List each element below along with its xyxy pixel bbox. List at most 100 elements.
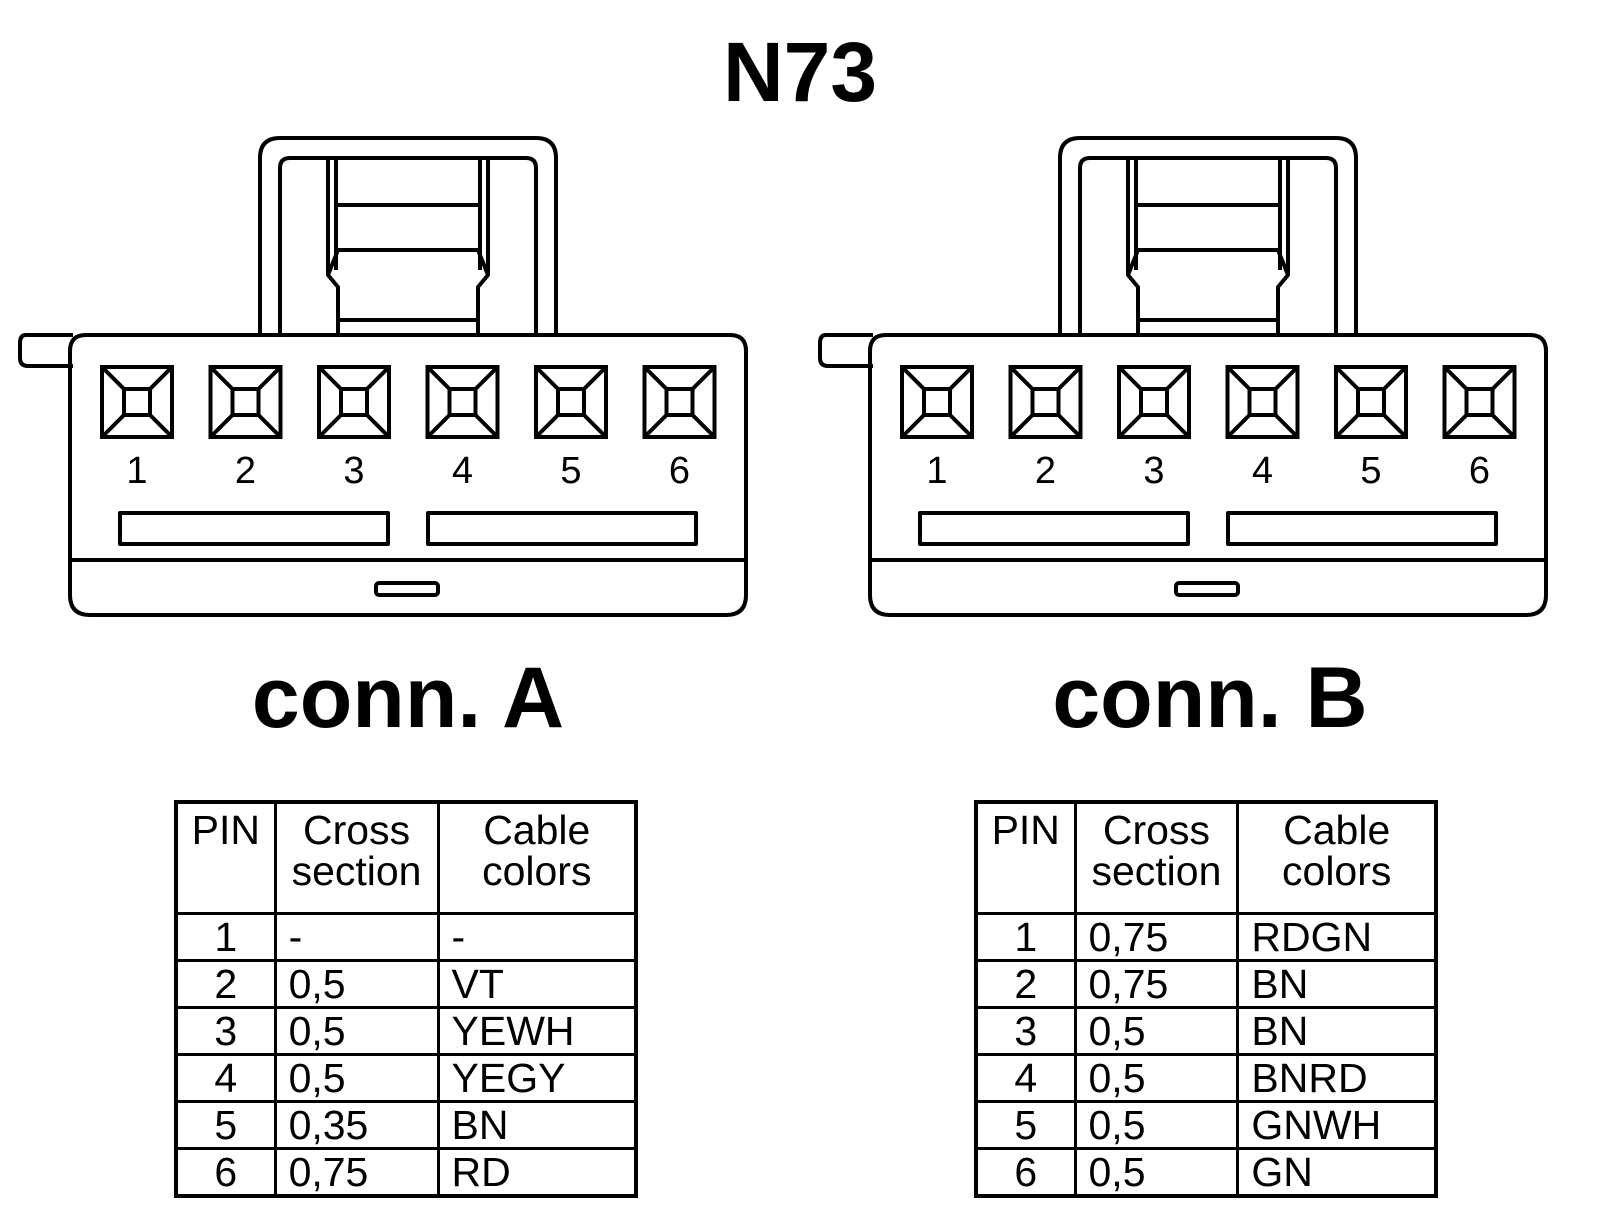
pin-cell: 2: [174, 959, 277, 1009]
pin-cell: 1: [174, 912, 277, 962]
connector-b-drawing: 1 2 3 4 5 6: [818, 136, 1548, 617]
pin-cell: 5: [174, 1100, 277, 1150]
slot-left: [118, 511, 390, 546]
cross-section-cell: 0,5: [1073, 1100, 1240, 1150]
pin-terminal-6: [1442, 365, 1517, 439]
pin-number-2: 2: [1035, 450, 1056, 492]
pin-number-4: 4: [1252, 450, 1273, 492]
cross-section-cell: 0,5: [1073, 1053, 1240, 1103]
pin-terminal-5: [1334, 365, 1408, 439]
cable-color-cell: BN: [436, 1100, 638, 1150]
side-flange: [818, 333, 873, 368]
pin-number-6: 6: [1469, 450, 1490, 492]
pin-cell: 3: [174, 1006, 277, 1056]
cross-section-cell: 0,35: [273, 1100, 440, 1150]
pin-terminal-4: [425, 365, 500, 439]
pin-cell: 4: [974, 1053, 1077, 1103]
side-flange: [18, 333, 73, 368]
cross-section-cell: 0,5: [273, 1053, 440, 1103]
latch-outer: [1058, 136, 1358, 335]
latch-inner: [278, 156, 538, 335]
pin-number-2: 2: [235, 450, 256, 492]
pin-terminal-2: [208, 365, 283, 439]
pin-number-5: 5: [560, 450, 581, 492]
cable-color-cell: -: [436, 912, 638, 962]
pin-terminal-1: [900, 365, 974, 439]
table-row: 1--: [174, 912, 638, 962]
key-slot: [1174, 581, 1240, 597]
header-cross-section: Cross section: [1073, 800, 1240, 915]
pin-cell: 5: [974, 1100, 1077, 1150]
pin-terminal-3: [317, 365, 391, 439]
pin-number-5: 5: [1360, 450, 1381, 492]
pin-number-1: 1: [926, 450, 947, 492]
connector-a-drawing: 1 2 3 4 5 6: [18, 136, 748, 617]
cable-color-cell: BN: [1236, 1006, 1438, 1056]
diagram-title: N73: [722, 25, 878, 119]
cable-color-cell: RDGN: [1236, 912, 1438, 962]
header-cable-colors: Cable colors: [1236, 800, 1438, 915]
pin-number-1: 1: [126, 450, 147, 492]
cable-color-cell: VT: [436, 959, 638, 1009]
pin-number-4: 4: [452, 450, 473, 492]
connector-body: [68, 333, 748, 617]
pin-terminal-5: [534, 365, 608, 439]
pin-cell: 6: [174, 1147, 277, 1198]
connector-b-label: conn. B: [1052, 650, 1368, 746]
table-header-row: PIN Cross section Cable colors: [974, 800, 1438, 915]
latch-outer: [258, 136, 558, 335]
slot-right: [426, 511, 698, 546]
header-pin: PIN: [174, 800, 277, 915]
key-slot: [374, 581, 440, 597]
pin-terminal-1: [100, 365, 174, 439]
cable-color-cell: GN: [1236, 1147, 1438, 1198]
latch-tab: [1126, 158, 1290, 335]
pin-cell: 6: [974, 1147, 1077, 1198]
cable-color-cell: RD: [436, 1147, 638, 1198]
connector-body: [868, 333, 1548, 617]
pin-terminal-6: [642, 365, 717, 439]
cross-section-cell: 0,75: [1073, 959, 1240, 1009]
pin-terminal-3: [1117, 365, 1191, 439]
latch-tab: [326, 158, 490, 335]
header-cross-section: Cross section: [273, 800, 440, 915]
pin-cell: 4: [174, 1053, 277, 1103]
pin-number-3: 3: [1143, 450, 1164, 492]
cable-color-cell: YEWH: [436, 1006, 638, 1056]
table-header-row: PIN Cross section Cable colors: [174, 800, 638, 915]
connector-a-label: conn. A: [251, 650, 565, 746]
cross-section-cell: 0,5: [273, 959, 440, 1009]
cross-section-cell: 0,75: [1073, 912, 1240, 962]
slot-right: [1226, 511, 1498, 546]
cross-section-cell: -: [273, 912, 440, 962]
cross-section-cell: 0,5: [273, 1006, 440, 1056]
cable-color-cell: GNWH: [1236, 1100, 1438, 1150]
header-cable-colors: Cable colors: [436, 800, 638, 915]
pin-number-6: 6: [669, 450, 690, 492]
pin-number-3: 3: [343, 450, 364, 492]
cross-section-cell: 0,75: [273, 1147, 440, 1198]
cable-color-cell: BNRD: [1236, 1053, 1438, 1103]
cross-section-cell: 0,5: [1073, 1006, 1240, 1056]
pin-cell: 1: [974, 912, 1077, 962]
latch-inner: [1078, 156, 1338, 335]
pin-cell: 2: [974, 959, 1077, 1009]
pin-terminal-2: [1008, 365, 1083, 439]
header-pin: PIN: [974, 800, 1077, 915]
cable-color-cell: YEGY: [436, 1053, 638, 1103]
cable-color-cell: BN: [1236, 959, 1438, 1009]
pin-terminal-4: [1225, 365, 1300, 439]
cross-section-cell: 0,5: [1073, 1147, 1240, 1198]
slot-left: [918, 511, 1190, 546]
